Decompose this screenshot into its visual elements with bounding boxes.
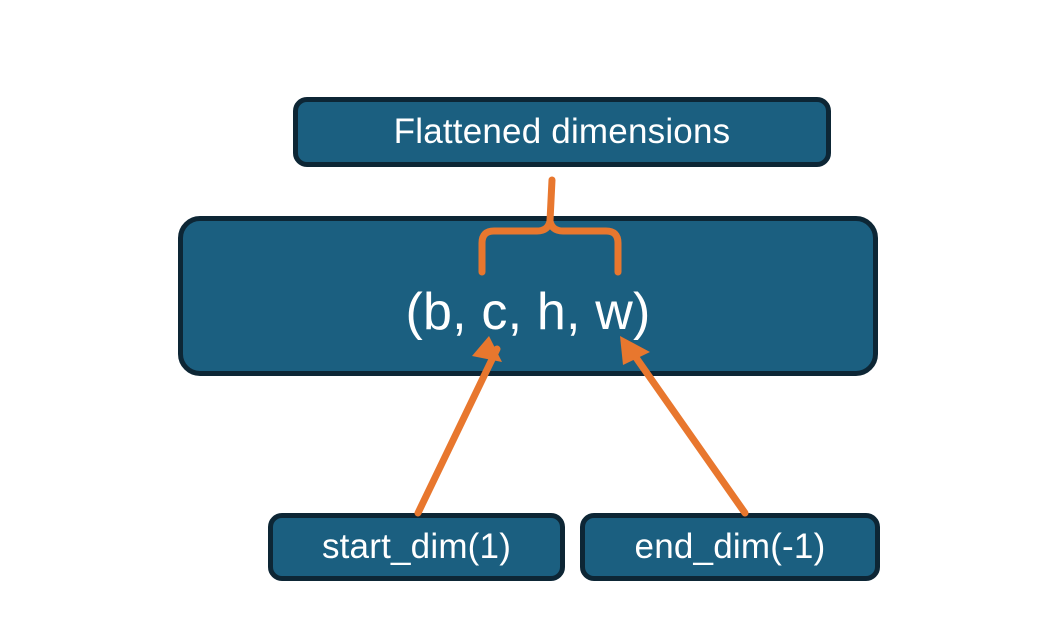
tensor-shape-box[interactable]: (b, c, h, w) xyxy=(178,216,878,376)
start-dim-box[interactable]: start_dim(1) xyxy=(268,513,565,581)
flattened-dimensions-box[interactable]: Flattened dimensions xyxy=(293,97,831,167)
end-dim-box[interactable]: end_dim(-1) xyxy=(580,513,880,581)
flattened-dimensions-label: Flattened dimensions xyxy=(393,112,731,151)
end-dim-label: end_dim(-1) xyxy=(634,527,826,566)
tensor-shape-label: (b, c, h, w) xyxy=(405,283,651,341)
start-dim-label: start_dim(1) xyxy=(321,527,512,566)
